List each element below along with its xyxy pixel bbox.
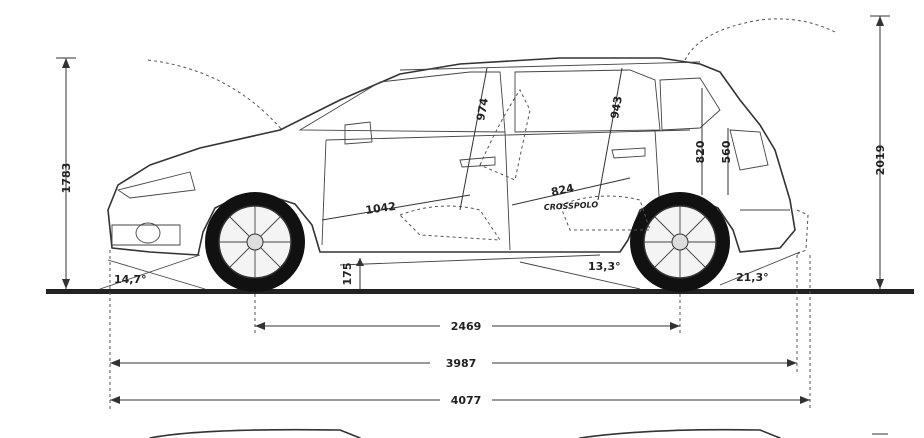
front-wheel [205, 192, 305, 292]
height-dimensions [56, 15, 890, 289]
label-departure-angle: 21,3° [736, 271, 769, 284]
ground-line [46, 289, 914, 294]
label-length-total: 4077 [451, 394, 482, 407]
label-height-1783: 1783 [60, 163, 73, 194]
label-ground-clearance: 175 [341, 263, 354, 286]
label-length-body: 3987 [446, 357, 477, 370]
label-front-legroom: 1042 [365, 200, 397, 217]
label-wheelbase: 2469 [451, 320, 482, 333]
label-rear-legroom: 824 [550, 181, 576, 199]
label-headroom-front: 974 [474, 97, 491, 122]
interior-dashed-outlines [147, 18, 836, 256]
extension-lines [109, 250, 811, 410]
top-view-partial [149, 428, 888, 438]
label-ramp-angle: 13,3° [588, 260, 621, 273]
label-trunk-height: 820 [694, 140, 707, 163]
label-trunk-sill: 560 [720, 140, 733, 163]
label-headroom-rear: 943 [608, 95, 625, 120]
angle-lines [99, 251, 801, 290]
label-approach-angle: 14,7° [114, 273, 147, 286]
label-height-2019: 2019 [874, 145, 887, 176]
rear-wheel [630, 192, 730, 292]
interior-dimension-lines [321, 67, 729, 221]
crosspolo-badge: CROSSPOLO [544, 200, 599, 212]
length-dimensions [110, 322, 810, 404]
